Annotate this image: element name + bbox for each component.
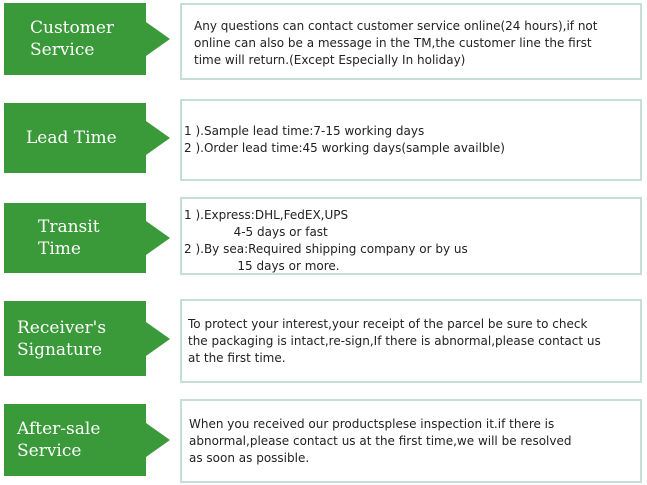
section-label-box: Transit Time [4, 203, 146, 273]
info-line: abnormal,please contact us at the first … [189, 434, 572, 448]
arrow-right-icon [146, 22, 170, 56]
info-line: 4-5 days or fast [184, 225, 328, 239]
info-box: To protect your interest,your receipt of… [180, 299, 642, 383]
info-box: 1 ).Express:DHL,FedEX,UPS 4-5 days or fa… [180, 197, 642, 275]
info-line: as soon as possible. [189, 451, 310, 465]
section-title: Customer Service [30, 18, 115, 60]
arrow-right-icon [146, 221, 170, 255]
info-line: online can also be a message in the TM,t… [194, 36, 592, 50]
info-line: When you received our productsplese insp… [189, 417, 555, 431]
section-title: After-sale Service [17, 419, 101, 461]
section-label-box: Receiver's Signature [4, 301, 146, 376]
info-line: To protect your interest,your receipt of… [188, 317, 588, 331]
info-line: 1 ).Sample lead time:7-15 working days [184, 124, 425, 138]
info-line: time will return.(Except Especially In h… [194, 53, 466, 67]
section-title: Transit Time [38, 217, 100, 259]
section-title: Lead Time [26, 128, 117, 148]
section-label-box: Lead Time [4, 103, 146, 173]
info-line: the packaging is intact,re-sign,If there… [188, 334, 601, 348]
info-line: Any questions can contact customer servi… [194, 19, 598, 33]
section-label-box: Customer Service [4, 3, 146, 75]
section-title: Receiver's Signature [17, 317, 107, 360]
info-line: 2 ).Order lead time:45 working days(samp… [184, 141, 505, 155]
info-line: 1 ).Express:DHL,FedEX,UPS [184, 208, 349, 222]
section-label-box: After-sale Service [4, 404, 146, 476]
info-box: 1 ).Sample lead time:7-15 working days 2… [180, 99, 642, 181]
info-line: 2 ).By sea:Required shipping company or … [184, 242, 468, 256]
info-box: When you received our productsplese insp… [180, 399, 642, 483]
arrow-right-icon [146, 322, 170, 356]
info-line: 15 days or more. [184, 259, 340, 273]
info-box: Any questions can contact customer servi… [180, 3, 642, 80]
arrow-right-icon [146, 121, 170, 155]
arrow-right-icon [146, 423, 170, 457]
info-line: at the first time. [188, 351, 286, 365]
